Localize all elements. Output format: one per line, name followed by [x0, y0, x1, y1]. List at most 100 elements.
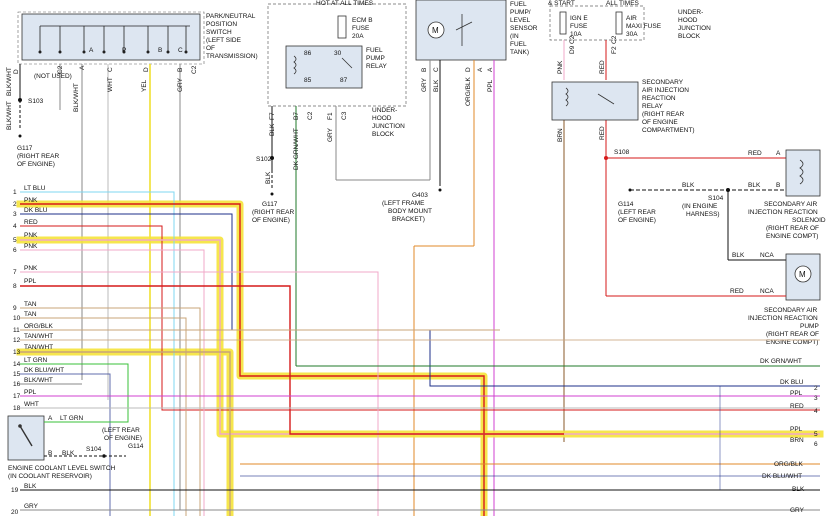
- svg-text:INJECTION REACTION: INJECTION REACTION: [748, 209, 818, 216]
- pnp-pin-c: C: [178, 47, 183, 54]
- svg-text:BRACKET): BRACKET): [392, 216, 425, 223]
- sec-air-pump: M RED NCA SECONDARY AIR INJECTION REACTI…: [606, 253, 821, 346]
- svg-text:(IN: (IN: [510, 33, 519, 40]
- svg-text:(IN ENGINE: (IN ENGINE: [682, 203, 718, 210]
- svg-text:A: A: [79, 65, 86, 70]
- left-pin-list: 1 LT BLU 2 PNK 3 DK BLU 4 RED 5 PNK 6 PN…: [11, 185, 64, 516]
- svg-text:F1: F1: [327, 112, 334, 120]
- svg-text:S104: S104: [708, 195, 724, 202]
- svg-text:DK GRN/WHT: DK GRN/WHT: [760, 358, 802, 365]
- sensor-wire-labels: GRY B BLK C ORG/BLK D A PPL A: [421, 67, 494, 106]
- svg-text:S103: S103: [28, 98, 44, 105]
- svg-text:7: 7: [13, 269, 17, 276]
- svg-text:ORG/BLK: ORG/BLK: [774, 461, 804, 468]
- svg-text:S108: S108: [614, 149, 630, 156]
- svg-text:G114: G114: [128, 443, 144, 450]
- svg-text:ENGINE COMPT): ENGINE COMPT): [766, 233, 818, 240]
- svg-text:A: A: [776, 150, 781, 157]
- svg-text:A: A: [48, 415, 53, 422]
- svg-text:MAXI FUSE: MAXI FUSE: [626, 23, 662, 30]
- svg-text:G403: G403: [412, 192, 428, 199]
- svg-text:BLK/WHT: BLK/WHT: [6, 101, 13, 130]
- svg-text:S104: S104: [86, 446, 102, 453]
- svg-text:FUEL: FUEL: [510, 41, 527, 48]
- s108-splice: S108 RED A: [604, 149, 786, 160]
- svg-text:BLK: BLK: [748, 182, 761, 189]
- svg-text:15: 15: [13, 371, 21, 378]
- svg-text:A: A: [477, 67, 484, 72]
- svg-text:(RIGHT REAR: (RIGHT REAR: [642, 111, 684, 118]
- svg-text:(RIGHT REAR OF: (RIGHT REAR OF: [766, 225, 819, 232]
- sec-air-relay: SECONDARY AIR INJECTION REACTION RELAY (…: [551, 79, 694, 134]
- svg-text:OF ENGINE: OF ENGINE: [642, 119, 678, 126]
- svg-text:PNK: PNK: [24, 232, 38, 239]
- svg-text:S102: S102: [256, 156, 272, 163]
- air-maxi-fuse-icon: [615, 11, 623, 35]
- svg-text:SENSOR: SENSOR: [510, 25, 538, 32]
- svg-text:AIR INJECTION: AIR INJECTION: [642, 87, 689, 94]
- svg-text:BLK/WHT: BLK/WHT: [6, 67, 13, 96]
- svg-text:ORG/BLK: ORG/BLK: [465, 76, 472, 106]
- pump-motor-icon: [794, 265, 812, 283]
- svg-text:POSITION: POSITION: [206, 21, 237, 28]
- svg-text:TAN/WHT: TAN/WHT: [24, 333, 53, 340]
- svg-text:(RIGHT REAR: (RIGHT REAR: [252, 209, 294, 216]
- svg-text:10: 10: [13, 315, 21, 322]
- svg-text:RELAY: RELAY: [366, 63, 387, 70]
- svg-text:B: B: [177, 68, 184, 72]
- svg-text:PUMP: PUMP: [366, 55, 385, 62]
- svg-text:JUNCTION: JUNCTION: [678, 25, 711, 32]
- svg-text:PUMP: PUMP: [800, 323, 819, 330]
- svg-text:FUSE: FUSE: [570, 23, 588, 30]
- svg-text:20A: 20A: [352, 33, 364, 40]
- svg-text:PPL: PPL: [24, 389, 37, 396]
- ecm-b-fuse-icon: [337, 15, 347, 39]
- svg-text:PPL: PPL: [24, 278, 37, 285]
- svg-text:TANK): TANK): [510, 49, 529, 56]
- highlighted-traces: [16, 200, 824, 516]
- hot-at-all-times-label: HOT AT ALL TIMES: [316, 0, 374, 7]
- svg-text:JUNCTION: JUNCTION: [372, 123, 405, 130]
- svg-text:GRY: GRY: [24, 503, 39, 510]
- svg-text:SOLENOID: SOLENOID: [792, 217, 826, 224]
- s102-splice: S102 BLK G117 (RIGHT REAR OF ENGINE): [252, 156, 294, 224]
- relay-wire-labels: BLK F7 DK GRN/WHT B7 C2 GRY F1 C3: [269, 111, 348, 170]
- s103-splice: S103 BLK/WHT: [6, 98, 44, 138]
- svg-text:HOOD: HOOD: [678, 17, 698, 24]
- svg-text:RED: RED: [790, 403, 804, 410]
- pnp-pin-a: A: [89, 47, 94, 54]
- svg-text:G117: G117: [17, 145, 33, 152]
- coolant-level-switch: A LT GRN B BLK S104 (LEFT REAR OF ENGINE…: [7, 415, 144, 480]
- svg-text:14: 14: [13, 361, 21, 368]
- svg-text:RELAY: RELAY: [642, 103, 663, 110]
- svg-text:10A: 10A: [570, 31, 582, 38]
- svg-text:PNK: PNK: [24, 243, 38, 250]
- fuse-block: & START ALL TIMES IGN E FUSE 10A AIR MAX…: [548, 0, 711, 41]
- svg-text:BRN: BRN: [790, 437, 804, 444]
- svg-text:BLK: BLK: [62, 450, 75, 457]
- svg-text:FUSE: FUSE: [352, 25, 370, 32]
- svg-text:BLK/WHT: BLK/WHT: [73, 83, 80, 112]
- svg-text:GRY: GRY: [177, 77, 184, 92]
- svg-text:UNDER-: UNDER-: [678, 9, 703, 16]
- svg-text:DK BLU: DK BLU: [780, 379, 804, 386]
- pnp-switch-body: [21, 13, 201, 61]
- svg-text:D: D: [143, 67, 150, 72]
- svg-text:F7: F7: [269, 112, 276, 120]
- s104-splice: BLK BLK B G114 (LEFT REAR OF ENGINE) S10…: [618, 182, 786, 261]
- svg-text:F2: F2: [611, 46, 618, 54]
- svg-text:PPL: PPL: [790, 390, 803, 397]
- right-pin-list: DK GRN/WHT DK BLU 2 PPL 3 RED 4 PPL 5 BR…: [760, 358, 818, 514]
- g117-ground-a: G117 (RIGHT REAR OF ENGINE): [17, 145, 59, 168]
- svg-text:ORG/BLK: ORG/BLK: [24, 323, 54, 330]
- svg-text:(NOT USED): (NOT USED): [34, 73, 72, 80]
- pnp-wire-labels: BLK/WHT D (NOT USED) C2 BLK/WHT A WHT C …: [6, 65, 198, 112]
- svg-text:4: 4: [814, 408, 818, 415]
- svg-text:LEVEL: LEVEL: [510, 17, 531, 24]
- svg-text:(LEFT REAR: (LEFT REAR: [102, 427, 140, 434]
- svg-text:17: 17: [13, 393, 21, 400]
- svg-text:GRY: GRY: [327, 127, 334, 142]
- svg-text:4: 4: [13, 223, 17, 230]
- svg-text:C: C: [107, 67, 114, 72]
- svg-text:G117: G117: [262, 201, 278, 208]
